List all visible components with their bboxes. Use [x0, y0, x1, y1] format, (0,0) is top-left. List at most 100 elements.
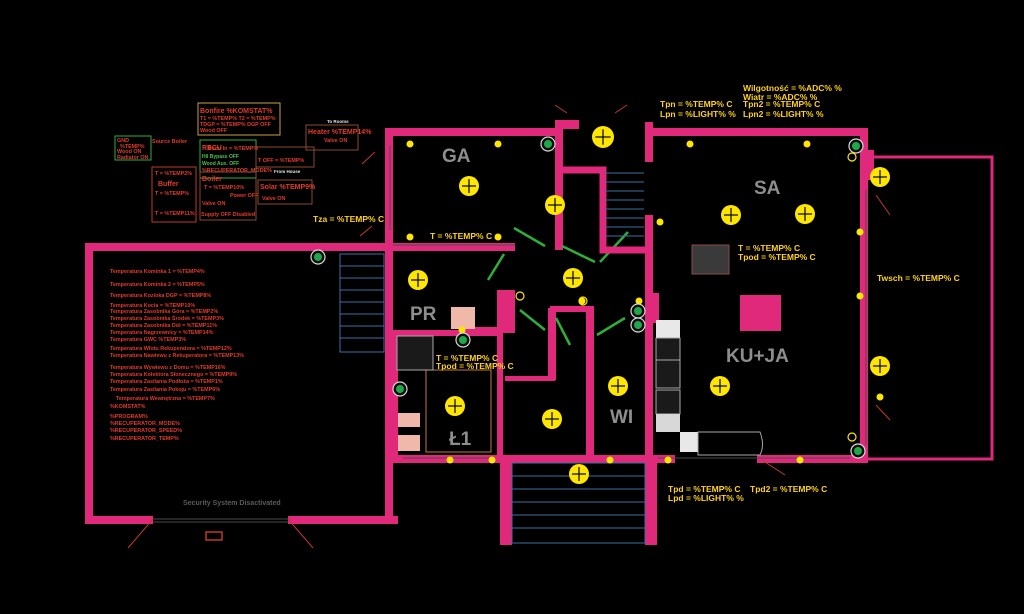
solar-title: Solar %TEMP9%	[260, 184, 316, 191]
bonfire-line-1: T1 = %TEMP% T2 = %TEMP%	[200, 116, 276, 122]
gnd-line-3: Wood ON	[117, 149, 142, 155]
buffer-line-3: T = %TEMP11%	[155, 211, 195, 217]
boiler-line-3: Valve ON	[202, 201, 225, 207]
garage-readout-line: Temperatura Kominka 2 = %TEMP5%	[110, 282, 205, 288]
room-label-kuja: KU+JA	[726, 346, 789, 367]
bonfire-line-3: Wood OFF	[200, 128, 228, 134]
walls	[85, 120, 874, 545]
spot-lamp-icon	[406, 140, 414, 148]
sensor-icon	[850, 443, 866, 459]
readout-tza: Tza = %TEMP% C	[313, 214, 384, 224]
readout-tpn: Tpn = %TEMP% C	[660, 99, 733, 109]
furniture	[205, 244, 781, 541]
t-off: T OFF = %TEMP%	[258, 158, 304, 164]
solar-valve: Valve ON	[262, 196, 285, 202]
room-label-ga: GA	[442, 146, 471, 167]
readout-sa-tpod: Tpod = %TEMP% C	[738, 252, 816, 262]
readout-tpd: Tpd = %TEMP% C	[668, 484, 741, 494]
ceiling-lamp-icon-group	[406, 126, 890, 484]
ceiling-lamp-icon	[710, 376, 730, 396]
ceiling-lamp-icon	[569, 464, 589, 484]
garage-readout-line: Temperatura Wywiewu z Domu = %TEMP16%	[110, 365, 226, 371]
room-label-wi: WI	[610, 407, 633, 428]
ceiling-lamp-icon	[408, 270, 428, 290]
smoke-detector-icon	[847, 152, 857, 162]
heater-title: Heater %TEMP14%	[308, 129, 372, 136]
ceiling-lamp-icon	[459, 176, 479, 196]
recu-line-4: %RECUPERATOR_MODE%	[202, 168, 272, 174]
sensor-icon	[455, 332, 471, 348]
spot-lamp-icon	[458, 326, 466, 334]
spot-lamp-icon	[803, 140, 811, 148]
spot-lamp-icon	[635, 297, 643, 305]
garage-readout-line: Temperatura Kocia = %TEMP10%	[110, 303, 195, 309]
boiler-line-4: Supply OFF Disabled	[201, 212, 255, 218]
readout-tpn2: Tpn2 = %TEMP% C	[743, 99, 820, 109]
spot-lamp-icon	[494, 140, 502, 148]
ceiling-lamp-icon	[608, 376, 628, 396]
readout-tpd2: Tpd2 = %TEMP% C	[750, 484, 827, 494]
readout-lpn: Lpn = %LIGHT% %	[660, 109, 736, 119]
sensor-icon-group	[310, 136, 866, 459]
ceiling-lamp-icon	[721, 205, 741, 225]
ceiling-lamp-icon	[870, 167, 890, 187]
to-rooms-label: To Rooms	[327, 119, 349, 124]
stairs-top	[563, 166, 645, 254]
room-label-l1: Ł1	[449, 429, 472, 450]
ceiling-lamp-icon	[795, 204, 815, 224]
security-status: Security System Disactivated	[183, 500, 281, 507]
windows	[153, 145, 867, 523]
gnd-line-1: GND	[117, 138, 129, 144]
garage-readout-line: %KOMSTAT%	[110, 404, 146, 410]
readout-l1-temp: T = %TEMP% C	[436, 353, 498, 363]
garage-readout-line: Temperatura Nawiewu z Rekuperatora = %TE…	[110, 353, 244, 359]
smoke-detector-icon	[847, 432, 857, 442]
recu-title: RECU	[202, 145, 222, 152]
garage-readout-line: Temperatura Wewnętrzna = %TEMP7%	[116, 396, 215, 402]
stairs-entrance	[511, 462, 646, 544]
buffer-title: Buffer	[158, 181, 179, 188]
readout-lpn2: Lpn2 = %LIGHT% %	[743, 109, 824, 119]
spot-lamp-icon	[796, 456, 804, 464]
stairs-garage	[339, 253, 385, 353]
smoke-detector-icon	[515, 291, 525, 301]
gnd-line-4: Radiator ON	[117, 155, 149, 161]
bonfire-line-2: TDGP = %TEMP% DGP OFF	[200, 122, 272, 128]
gnd-line-2: %TEMP%	[120, 144, 145, 150]
terrace-outline	[864, 155, 994, 461]
garage-readout-line: Temperatura Wlotu Rekuperatora = %TEMP12…	[110, 346, 232, 352]
buffer-line-1: T = %TEMP2%	[155, 171, 192, 177]
garage-readout-line: %RECUPERATOR_MODE%	[110, 421, 180, 427]
spot-lamp-icon	[488, 456, 496, 464]
readout-ga-temp: T = %TEMP% C	[430, 231, 492, 241]
room-label-sa: SA	[754, 178, 781, 199]
garage-readout-line: Temperatura Nagrzewnicy = %TEMP14%	[110, 330, 214, 336]
garage-readout-line: Temperatura Kozioka DGP = %TEMP8%	[110, 293, 211, 299]
garage-readout-line: Temperatura Kominka 1 = %TEMP4%	[110, 269, 205, 275]
heater-valve: Valve ON	[324, 138, 347, 144]
door-swings	[127, 104, 891, 549]
spot-lamp-icon	[856, 292, 864, 300]
garage-readout-line: %RECUPERATOR_TEMP%	[110, 436, 179, 442]
sensor-icon	[848, 138, 864, 154]
ceiling-lamp-icon	[542, 409, 562, 429]
garage-readout-line: Temperatura Zasobnika Środek = %TEMP3%	[110, 315, 224, 322]
garage-readout-line: %RECUPERATOR_SPEED%	[110, 428, 182, 434]
spot-lamp-icon	[446, 456, 454, 464]
garage-readout-line: Temperatura Zasobnika Dół = %TEMP11%	[110, 323, 217, 329]
garage-readout-line: Temperatura Zasilania Podłoża = %TEMP1%	[110, 379, 223, 385]
boiler-schematic: Bonfire %KOMSTAT% T1 = %TEMP% T2 = %TEMP…	[114, 102, 372, 223]
boiler-line-1: T = %TEMP10%	[204, 185, 244, 191]
boiler-line-2: Power OFF	[230, 193, 259, 199]
readout-sa-temp: T = %TEMP% C	[738, 243, 800, 253]
spot-lamp-icon	[406, 233, 414, 241]
garage-readout-line: Temperatura Zasilania Pokoju = %TEMP6%	[110, 387, 220, 393]
room-label-pr: PR	[410, 304, 437, 325]
spot-lamp-icon	[494, 233, 502, 241]
ceiling-lamp-icon	[592, 126, 614, 148]
from-house-label: From House	[274, 169, 301, 174]
recu-line-3: Wood Aux. OFF	[202, 161, 239, 167]
garage-readouts: Temperatura Kominka 1 = %TEMP4% Temperatu…	[110, 269, 244, 442]
sensor-icon	[310, 249, 326, 265]
spot-lamp-icon	[856, 228, 864, 236]
